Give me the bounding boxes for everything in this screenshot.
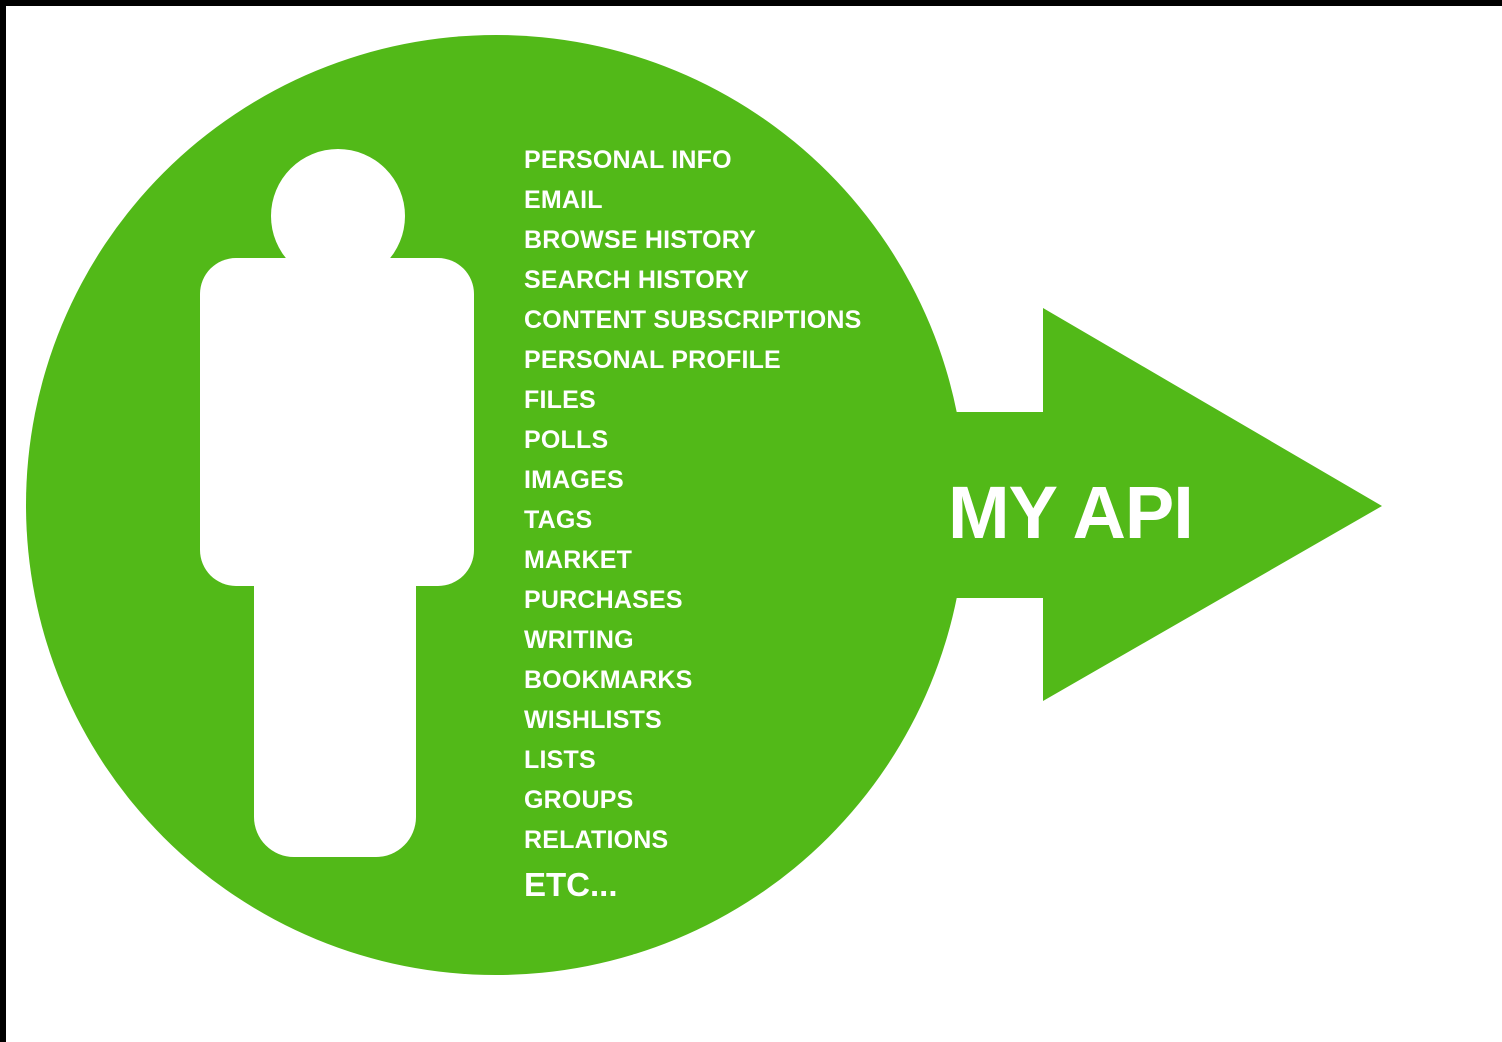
data-item: CONTENT SUBSCRIPTIONS [524, 306, 862, 334]
data-item: FILES [524, 386, 596, 414]
data-item: LISTS [524, 746, 596, 774]
data-item: WISHLISTS [524, 706, 662, 734]
data-item: RELATIONS [524, 826, 669, 854]
diagram-shapes [26, 35, 1382, 975]
data-items-list: PERSONAL INFO EMAIL BROWSE HISTORY SEARC… [524, 144, 862, 864]
data-item: SEARCH HISTORY [524, 266, 750, 294]
data-item: PERSONAL INFO [524, 146, 732, 174]
data-item: WRITING [524, 626, 634, 654]
data-item: EMAIL [524, 186, 603, 214]
api-label: MY API [948, 471, 1194, 554]
data-item: GROUPS [524, 786, 634, 814]
arrow-icon [936, 308, 1382, 701]
person-icon [200, 149, 474, 857]
data-item: TAGS [524, 506, 593, 534]
diagram-canvas: PERSONAL INFO EMAIL BROWSE HISTORY SEARC… [6, 6, 1502, 1042]
data-item: IMAGES [524, 466, 624, 494]
data-item: PURCHASES [524, 586, 683, 614]
etc-label: ETC... [524, 866, 618, 903]
data-item: BOOKMARKS [524, 666, 693, 694]
data-item: BROWSE HISTORY [524, 226, 756, 254]
data-item: PERSONAL PROFILE [524, 346, 781, 374]
data-item: MARKET [524, 546, 633, 574]
data-item: POLLS [524, 426, 609, 454]
